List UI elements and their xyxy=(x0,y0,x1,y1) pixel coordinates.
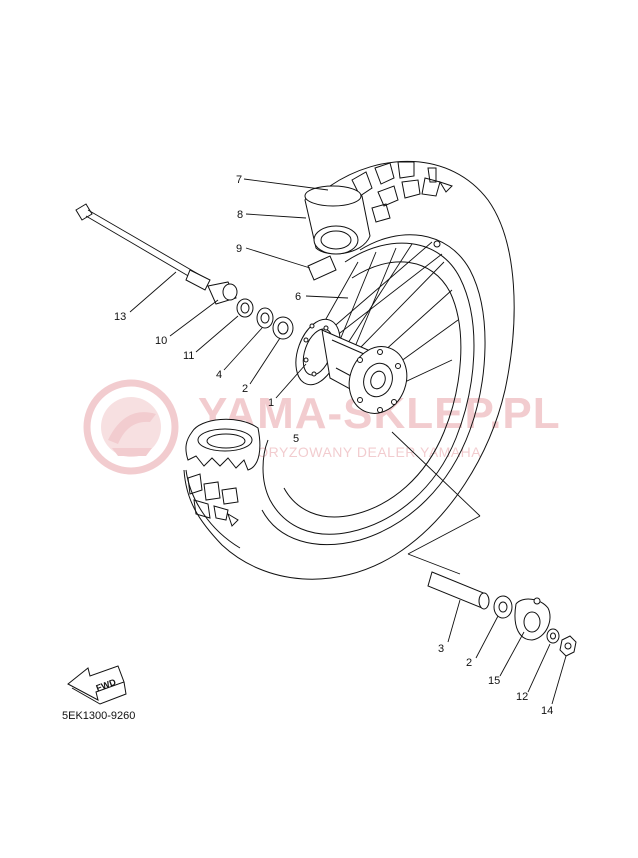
callout-14: 14 xyxy=(541,705,553,717)
callout-3: 3 xyxy=(438,643,444,655)
tube-and-rimband xyxy=(304,185,371,281)
callout-4: 4 xyxy=(216,369,222,381)
callout-13: 13 xyxy=(114,311,126,323)
left-side-parts xyxy=(207,281,294,340)
callout-9: 9 xyxy=(236,243,242,255)
callout-12: 12 xyxy=(516,691,528,703)
callout-15: 15 xyxy=(488,675,500,687)
watermark-logo-icon xyxy=(83,379,179,475)
axle xyxy=(75,203,211,291)
right-side-parts xyxy=(391,431,577,657)
callout-labels: 7 8 9 6 13 10 11 4 2 1 5 3 2 15 12 14 xyxy=(114,174,553,717)
callout-2-left: 2 xyxy=(242,383,248,395)
drawing-code: 5EK1300-9260 xyxy=(62,710,135,722)
fwd-arrow-icon: FWD xyxy=(67,665,127,705)
callout-11: 11 xyxy=(183,350,194,362)
callout-8: 8 xyxy=(237,209,243,221)
callout-5: 5 xyxy=(293,433,299,445)
watermark: YAMA-SKLEP.PL AUTORYZOWANY DEALER YAMAHA xyxy=(83,379,560,475)
callout-6: 6 xyxy=(295,291,301,303)
wheel-hub xyxy=(295,318,408,414)
callout-2-right: 2 xyxy=(466,657,472,669)
leader-lines xyxy=(129,178,567,705)
callout-10: 10 xyxy=(155,335,167,347)
callout-1: 1 xyxy=(268,397,274,409)
callout-7: 7 xyxy=(236,174,242,186)
